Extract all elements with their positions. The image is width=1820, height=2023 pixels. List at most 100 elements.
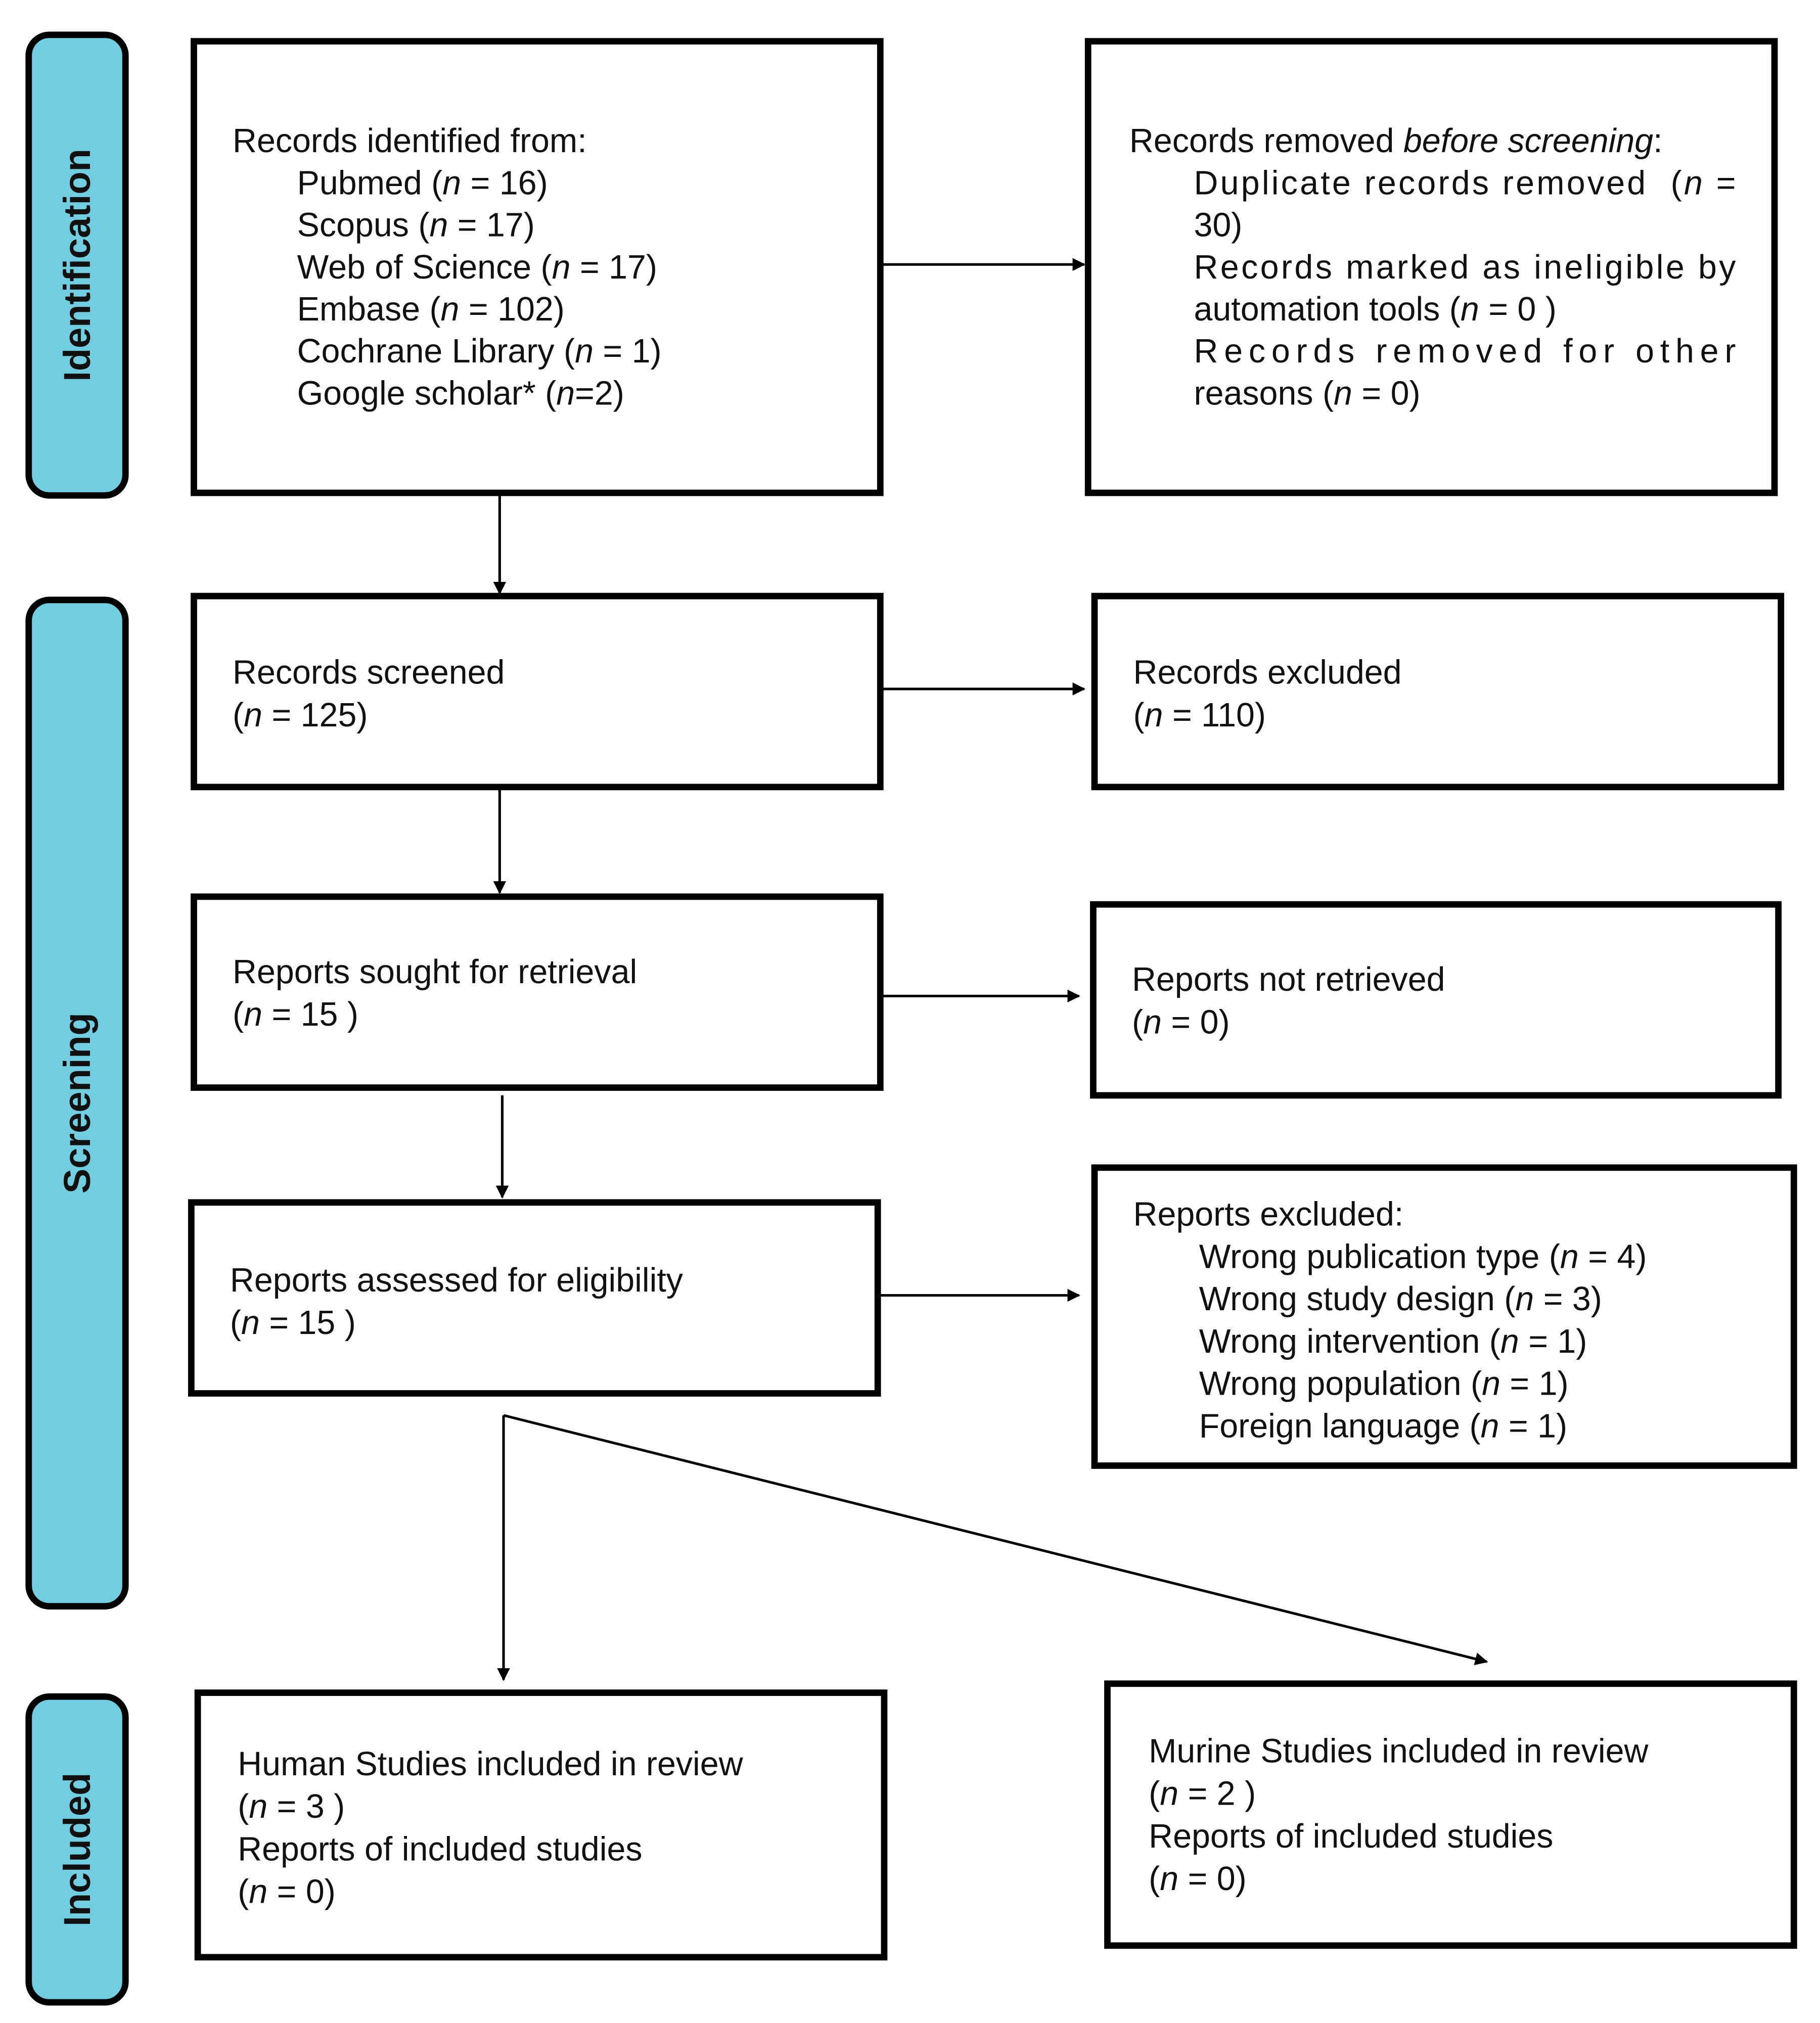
box-text-line: Reports of included studies <box>1149 1818 1553 1855</box>
text-segment: = 0 ) <box>1479 291 1557 328</box>
text-segment: Scopus ( <box>297 207 430 244</box>
italic-n: n <box>429 207 448 244</box>
box-human-studies: Human Studies included in review(n = 3 )… <box>194 1689 888 1961</box>
box-text-line: reasons (n = 0) <box>1194 375 1421 412</box>
text-segment: automation tools ( <box>1194 291 1461 328</box>
box-frame <box>188 1199 881 1397</box>
box-text-line: Pubmed (n = 16) <box>297 164 548 202</box>
box-text-line: Records marked as ineligible by <box>1194 249 1737 286</box>
box-text-line: (n = 125) <box>233 697 368 734</box>
box-text-line: Records removed for other <box>1194 333 1736 370</box>
text-segment: = 17) <box>571 249 658 286</box>
box-reports-not-retrieved: Reports not retrieved (n = 0) <box>1090 901 1782 1099</box>
box-text-line: Web of Science (n = 17) <box>297 249 657 286</box>
text-segment: = 110) <box>1163 697 1266 734</box>
stage-bar <box>25 31 129 499</box>
stage-identification: Identification <box>25 31 129 499</box>
text-segment: Duplicate records removed ( <box>1194 164 1682 202</box>
box-records-removed: Records removed before screening:Duplica… <box>1084 38 1778 496</box>
text-segment: = 3) <box>1534 1280 1602 1318</box>
text-segment: = 4) <box>1579 1238 1647 1275</box>
box-frame <box>191 592 884 791</box>
box-text-line: Records excluded <box>1133 654 1402 692</box>
box-text-line: Google scholar* (n=2) <box>297 375 624 412</box>
stage-screening: Screening <box>25 596 129 1610</box>
box-text-line: automation tools (n = 0 ) <box>1194 291 1557 328</box>
box-reports-sought: Reports sought for retrieval(n = 15 ) <box>191 893 884 1091</box>
italic-n: n <box>441 291 460 328</box>
box-text-line: 30) <box>1194 207 1243 244</box>
box-frame <box>1104 1680 1797 1949</box>
italic-n: n <box>1160 1860 1178 1898</box>
text-segment: = 102) <box>459 291 564 328</box>
italic-n: n <box>1515 1280 1534 1318</box>
box-frame <box>194 1689 888 1961</box>
text-segment: = 16) <box>461 164 548 202</box>
text-segment: = 15 ) <box>262 996 358 1033</box>
text-segment: Records excluded <box>1133 654 1402 692</box>
text-segment: = <box>1705 164 1736 202</box>
italic-n: n <box>1143 1003 1162 1041</box>
italic-n: n <box>1334 375 1352 412</box>
box-text-line: Scopus (n = 17) <box>297 207 535 244</box>
box-text-line: (n = 15 ) <box>230 1304 356 1342</box>
italic-n: n <box>575 333 594 370</box>
italic-n: n <box>249 1873 267 1911</box>
text-segment: = 15 ) <box>260 1304 356 1342</box>
stage-label: Included <box>56 1773 98 1926</box>
italic-n: n <box>1500 1323 1519 1360</box>
italic-n: n <box>556 375 575 412</box>
text-segment: Reports of included studies <box>1149 1818 1553 1855</box>
box-frame <box>1091 592 1785 791</box>
text-segment: Records removed <box>1129 122 1403 160</box>
text-segment: = 17) <box>448 207 534 244</box>
box-text-line: (n = 0) <box>1149 1860 1247 1898</box>
text-segment: Records screened <box>233 654 505 692</box>
text-segment: = 2 ) <box>1178 1775 1256 1813</box>
text-segment: = 3 ) <box>267 1788 345 1825</box>
italic-n: n <box>1560 1238 1579 1275</box>
box-text-line: Reports assessed for eligibility <box>230 1262 684 1299</box>
box-text-line: Reports excluded: <box>1133 1196 1404 1233</box>
box-text-line: (n = 3 ) <box>238 1788 345 1825</box>
box-frame <box>1091 1164 1797 1469</box>
italic-n: n <box>1145 697 1163 734</box>
text-segment: Pubmed ( <box>297 164 443 202</box>
text-segment: = 1) <box>594 333 662 370</box>
text-segment: Records marked as ineligible by <box>1194 249 1737 286</box>
box-text-line: Wrong intervention (n = 1) <box>1199 1323 1587 1360</box>
box-text-line: Embase (n = 102) <box>297 291 565 328</box>
box-text-line: Wrong population (n = 1) <box>1199 1365 1569 1403</box>
text-segment: Embase ( <box>297 291 441 328</box>
text-segment: Foreign language ( <box>1199 1407 1481 1445</box>
box-text-line: Wrong publication type (n = 4) <box>1199 1238 1647 1275</box>
text-segment: ( <box>1149 1860 1160 1898</box>
box-text-line: Foreign language (n = 1) <box>1199 1407 1567 1445</box>
arrow-assessed-to-murine <box>503 1414 1488 1666</box>
box-text-line: (n = 15 ) <box>233 996 358 1033</box>
box-text-line: (n = 0) <box>238 1873 336 1911</box>
box-text-line: (n = 110) <box>1133 697 1266 734</box>
text-segment: Reports assessed for eligibility <box>230 1262 684 1299</box>
text-segment: = 0) <box>1162 1003 1230 1041</box>
flow-arrows <box>493 258 1488 1681</box>
italic-n: n <box>1482 1365 1500 1403</box>
box-text-line: Reports not retrieved <box>1132 961 1445 998</box>
italic-n: n <box>244 697 262 734</box>
italic-n: n <box>552 249 571 286</box>
stage-label: Identification <box>56 149 98 381</box>
text-segment: = 1) <box>1499 1407 1568 1445</box>
box-murine-studies: Murine Studies included in review(n = 2 … <box>1104 1680 1797 1949</box>
box-records-screened: Records screened (n = 125) <box>191 592 884 791</box>
text-segment: Records removed for other <box>1194 333 1736 370</box>
text-segment: = 0) <box>1178 1860 1247 1898</box>
box-reports-excluded: Reports excluded: Wrong publication type … <box>1091 1164 1797 1469</box>
box-text-line: (n = 0) <box>1132 1003 1230 1041</box>
text-segment: Wrong population ( <box>1199 1365 1482 1403</box>
box-frame <box>191 38 884 496</box>
box-frame <box>1090 901 1782 1099</box>
text-segment: ( <box>238 1788 249 1825</box>
text-segment: Human Studies included in review <box>238 1745 743 1783</box>
box-records-identified: Records identified from:Pubmed (n = 16)S… <box>191 38 884 496</box>
